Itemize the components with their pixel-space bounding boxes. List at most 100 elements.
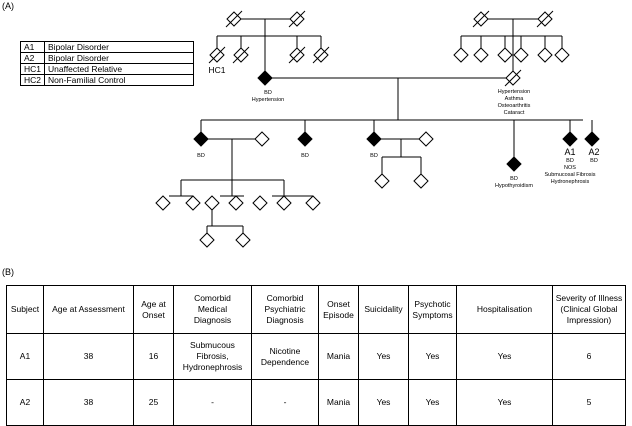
unaffected-individual-icon [204,195,220,211]
legend-description: Bipolar Disorder [44,52,195,64]
legend-code: HC1 [19,63,46,75]
a2-label: BD [590,158,598,164]
cell-age-assessment: 38 [43,333,134,380]
child-label: BD [197,153,205,159]
relative-icon [537,47,553,63]
cell-suicidality: Yes [358,333,409,380]
deceased-slash-icon [225,10,243,28]
header-severity: Severity of Illness(Clinical Global Impr… [552,285,626,334]
unaffected-individual-icon [252,195,268,211]
relative-icon [497,47,513,63]
relative-icon [453,47,469,63]
panel-a-label: (A) [2,1,14,11]
cell-suicidality: Yes [358,379,409,426]
child-label: BD [510,176,518,182]
deceased-slash-icon [536,10,554,28]
deceased-slash-icon [312,46,330,64]
cell-age-onset: 25 [133,379,174,426]
deceased-slash-icon [208,46,226,64]
a1-label: A1 [564,147,575,157]
legend-description: Unaffected Relative [44,63,195,75]
father-icon [257,70,273,86]
a2-label: A2 [588,147,599,157]
a1-icon [562,131,578,147]
unaffected-individual-icon [228,195,244,211]
relative-icon [473,47,489,63]
panel-b-label: (B) [2,267,14,277]
header-suicidality: Suicidality [358,285,409,334]
mother-label: Cataract [504,110,525,116]
header-subject: Subject [6,285,44,334]
hc1-label: HC1 [208,65,225,75]
deceased-slash-icon [232,46,250,64]
legend-code: A2 [19,52,46,64]
unaffected-individual-icon [305,195,321,211]
spouse-icon [254,131,270,147]
cell-comorbid-psychiatric: - [251,379,319,426]
child-icon [297,131,313,147]
deceased-slash-icon [504,69,522,87]
child-icon [193,131,209,147]
header-age-assessment: Age at Assessment [43,285,134,334]
cell-age-assessment: 38 [43,379,134,426]
cell-comorbid-medical: - [173,379,252,426]
legend-code: A1 [19,41,46,53]
cell-psychotic: Yes [408,333,457,380]
relative-icon [554,47,570,63]
father-label: Hypertension [252,97,284,103]
father-label: BD [264,90,272,96]
child-icon [366,131,382,147]
mother-label: Hypertension [498,89,530,95]
unaffected-individual-icon [374,173,390,189]
a1-label: BD [566,158,574,164]
cell-onset-episode: Mania [318,333,359,380]
cell-subject: A1 [6,333,44,380]
a1-label: NOS [564,165,576,171]
a2-icon [584,131,600,147]
pedigree-chart: HC1BDHypertensionHypertensionAsthmaOsteo… [155,10,600,248]
unaffected-individual-icon [199,232,215,248]
deceased-slash-icon [288,10,306,28]
spouse-icon [418,131,434,147]
a1-label: Hydronephrosis [551,179,590,185]
unaffected-individual-icon [185,195,201,211]
unaffected-individual-icon [155,195,171,211]
legend-description: Bipolar Disorder [44,41,195,53]
unaffected-individual-icon [276,195,292,211]
cell-hospitalisation: Yes [456,333,553,380]
cell-subject: A2 [6,379,44,426]
cell-psychotic: Yes [408,379,457,426]
child-label: BD [370,153,378,159]
unaffected-individual-icon [413,173,429,189]
mother-label: Asthma [505,96,525,102]
cell-severity: 5 [552,379,626,426]
relative-icon [513,47,529,63]
unaffected-individual-icon [235,232,251,248]
child-icon [506,156,522,172]
cell-onset-episode: Mania [318,379,359,426]
child-label: BD [301,153,309,159]
deceased-slash-icon [288,46,306,64]
child-label: Hypothyroidism [495,183,533,189]
legend-description: Non-Familial Control [44,74,195,86]
a1-label: Submucosal Fibrosis [544,172,595,178]
cell-severity: 6 [552,333,626,380]
mother-label: Osteoarthritis [498,103,531,109]
legend-code: HC2 [19,74,46,86]
header-hospitalisation: Hospitalisation [456,285,553,334]
cell-hospitalisation: Yes [456,379,553,426]
